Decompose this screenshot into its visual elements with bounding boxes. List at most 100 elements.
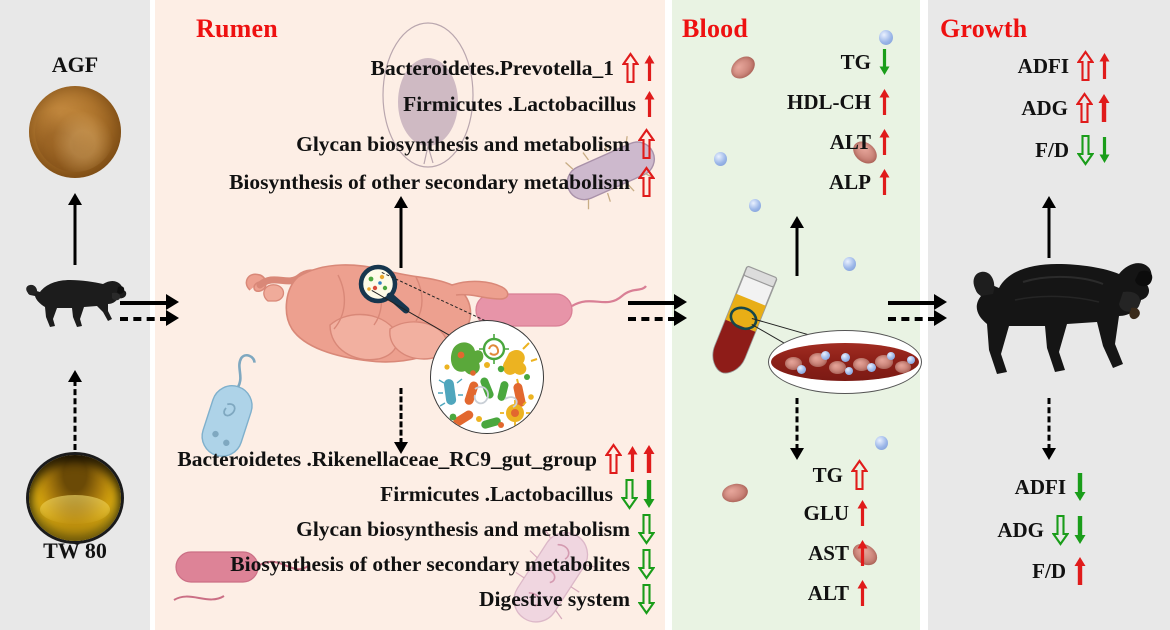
finding-row: F/D (968, 556, 1086, 586)
trend-arrow-up-solid (857, 579, 868, 607)
finding-arrows (638, 513, 655, 545)
arrow-rumen-down-dashed (392, 388, 410, 454)
arrow-blood-up (788, 216, 806, 276)
finding-arrows (857, 579, 868, 607)
finding-row: ALT (700, 579, 868, 607)
finding-label: Glycan biosynthesis and metabolism (296, 516, 630, 541)
connector-inputs-to-rumen (120, 294, 190, 327)
decorative-cell-outline (382, 22, 474, 168)
finding-label: GLU (803, 500, 849, 525)
finding-label: Bacteroidetes.Prevotella_1 (370, 55, 614, 80)
bacterium-rod-pale (513, 529, 596, 623)
finding-arrows (879, 128, 890, 156)
finding-arrows (638, 128, 655, 160)
trend-arrow-down-solid (1099, 136, 1110, 164)
finding-arrows (1052, 514, 1086, 546)
finding-row: Glycan biosynthesis and metabolism (155, 128, 655, 160)
trend-arrow-up-solid (643, 444, 655, 474)
bacterium-rod-blue (201, 354, 256, 457)
finding-row: Digestive system (155, 583, 655, 615)
finding-row: AST (700, 539, 868, 567)
finding-label: ALT (829, 129, 871, 154)
rumen-organ-illustration (245, 264, 509, 363)
trend-arrow-up-solid (857, 499, 868, 527)
finding-label: TG (812, 462, 843, 487)
finding-arrows (638, 583, 655, 615)
trend-arrow-up-hollow (605, 443, 622, 475)
agf-label: AGF (51, 52, 99, 77)
blood-vessel-closeup (768, 330, 922, 394)
trend-arrow-down-hollow (1077, 134, 1094, 166)
finding-label: ADFI (1014, 474, 1066, 499)
trend-arrow-down-solid (1074, 515, 1086, 545)
finding-row: ADG (968, 514, 1086, 546)
finding-arrows (879, 48, 890, 76)
finding-row: TG (700, 459, 868, 491)
trend-arrow-down-hollow (638, 548, 655, 580)
tw80-label: TW 80 (43, 538, 107, 563)
finding-label: ALP (829, 169, 871, 194)
bacterium-rod-pink-lower (173, 551, 309, 601)
magnifier-icon (358, 264, 410, 314)
trend-arrow-up-solid (857, 539, 868, 567)
finding-arrows (1077, 134, 1110, 166)
trend-arrow-up-solid (1074, 556, 1086, 586)
finding-arrows (1077, 50, 1110, 82)
finding-label: Biosynthesis of other secondary metaboli… (229, 169, 630, 194)
panel-title-rumen: Rumen (196, 14, 278, 43)
platelet (843, 257, 856, 271)
finding-arrows (879, 168, 890, 196)
blood-tube-image (712, 265, 778, 374)
bacterium-rod-purple (565, 136, 656, 210)
microbiome-closeup (430, 320, 544, 434)
trend-arrow-up-hollow (622, 52, 639, 84)
trend-arrow-up-solid (627, 445, 638, 473)
trend-arrow-down-solid (1074, 472, 1086, 502)
goat-image-input (24, 271, 128, 329)
finding-row: Firmicutes .Lactobacillus (155, 90, 655, 118)
trend-arrow-up-solid (644, 90, 655, 118)
finding-label: Bacteroidetes .Rikenellaceae_RC9_gut_gro… (177, 446, 597, 471)
finding-label: ADFI (1017, 53, 1069, 78)
finding-row: HDL-CH (700, 88, 890, 116)
arrow-tw80-to-goat (66, 370, 84, 450)
finding-arrows (879, 88, 890, 116)
finding-row: Firmicutes .Lactobacillus (155, 478, 655, 510)
finding-row: ADFI (980, 50, 1110, 82)
finding-arrows (638, 548, 655, 580)
trend-arrow-up-hollow (1076, 92, 1093, 124)
finding-label: Digestive system (478, 586, 630, 611)
finding-row: ALT (700, 128, 890, 156)
trend-arrow-down-hollow (1052, 514, 1069, 546)
arrow-agf-to-goat (66, 193, 84, 265)
trend-arrow-up-solid (1098, 93, 1110, 123)
arrow-rumen-up (392, 196, 410, 268)
finding-label: F/D (1032, 558, 1066, 583)
finding-row: ADFI (968, 472, 1086, 502)
finding-arrows (621, 478, 655, 510)
trend-arrow-up-hollow (851, 459, 868, 491)
trend-arrow-up-solid (879, 88, 890, 116)
finding-label: Glycan biosynthesis and metabolism (296, 131, 630, 156)
finding-label: HDL-CH (787, 89, 871, 114)
trend-arrow-up-hollow (638, 166, 655, 198)
trend-arrow-down-hollow (638, 583, 655, 615)
finding-label: AST (808, 540, 849, 565)
finding-row: Bacteroidetes.Prevotella_1 (155, 52, 655, 84)
panel-title-blood: Blood (682, 14, 749, 43)
finding-arrows (857, 499, 868, 527)
finding-row: ADG (980, 92, 1110, 124)
arrow-blood-down-dashed (788, 398, 806, 460)
finding-label: ADG (1021, 95, 1068, 120)
platelet (749, 199, 761, 212)
connector-blood-to-growth (888, 294, 958, 327)
finding-label: F/D (1035, 137, 1069, 162)
finding-row: Biosynthesis of other secondary metaboli… (155, 548, 655, 580)
platelet (879, 30, 893, 45)
finding-row: Bacteroidetes .Rikenellaceae_RC9_gut_gro… (155, 443, 655, 475)
finding-label: ALT (807, 580, 849, 605)
platelet (714, 152, 727, 166)
finding-row: ALP (700, 168, 890, 196)
finding-label: ADG (997, 517, 1044, 542)
